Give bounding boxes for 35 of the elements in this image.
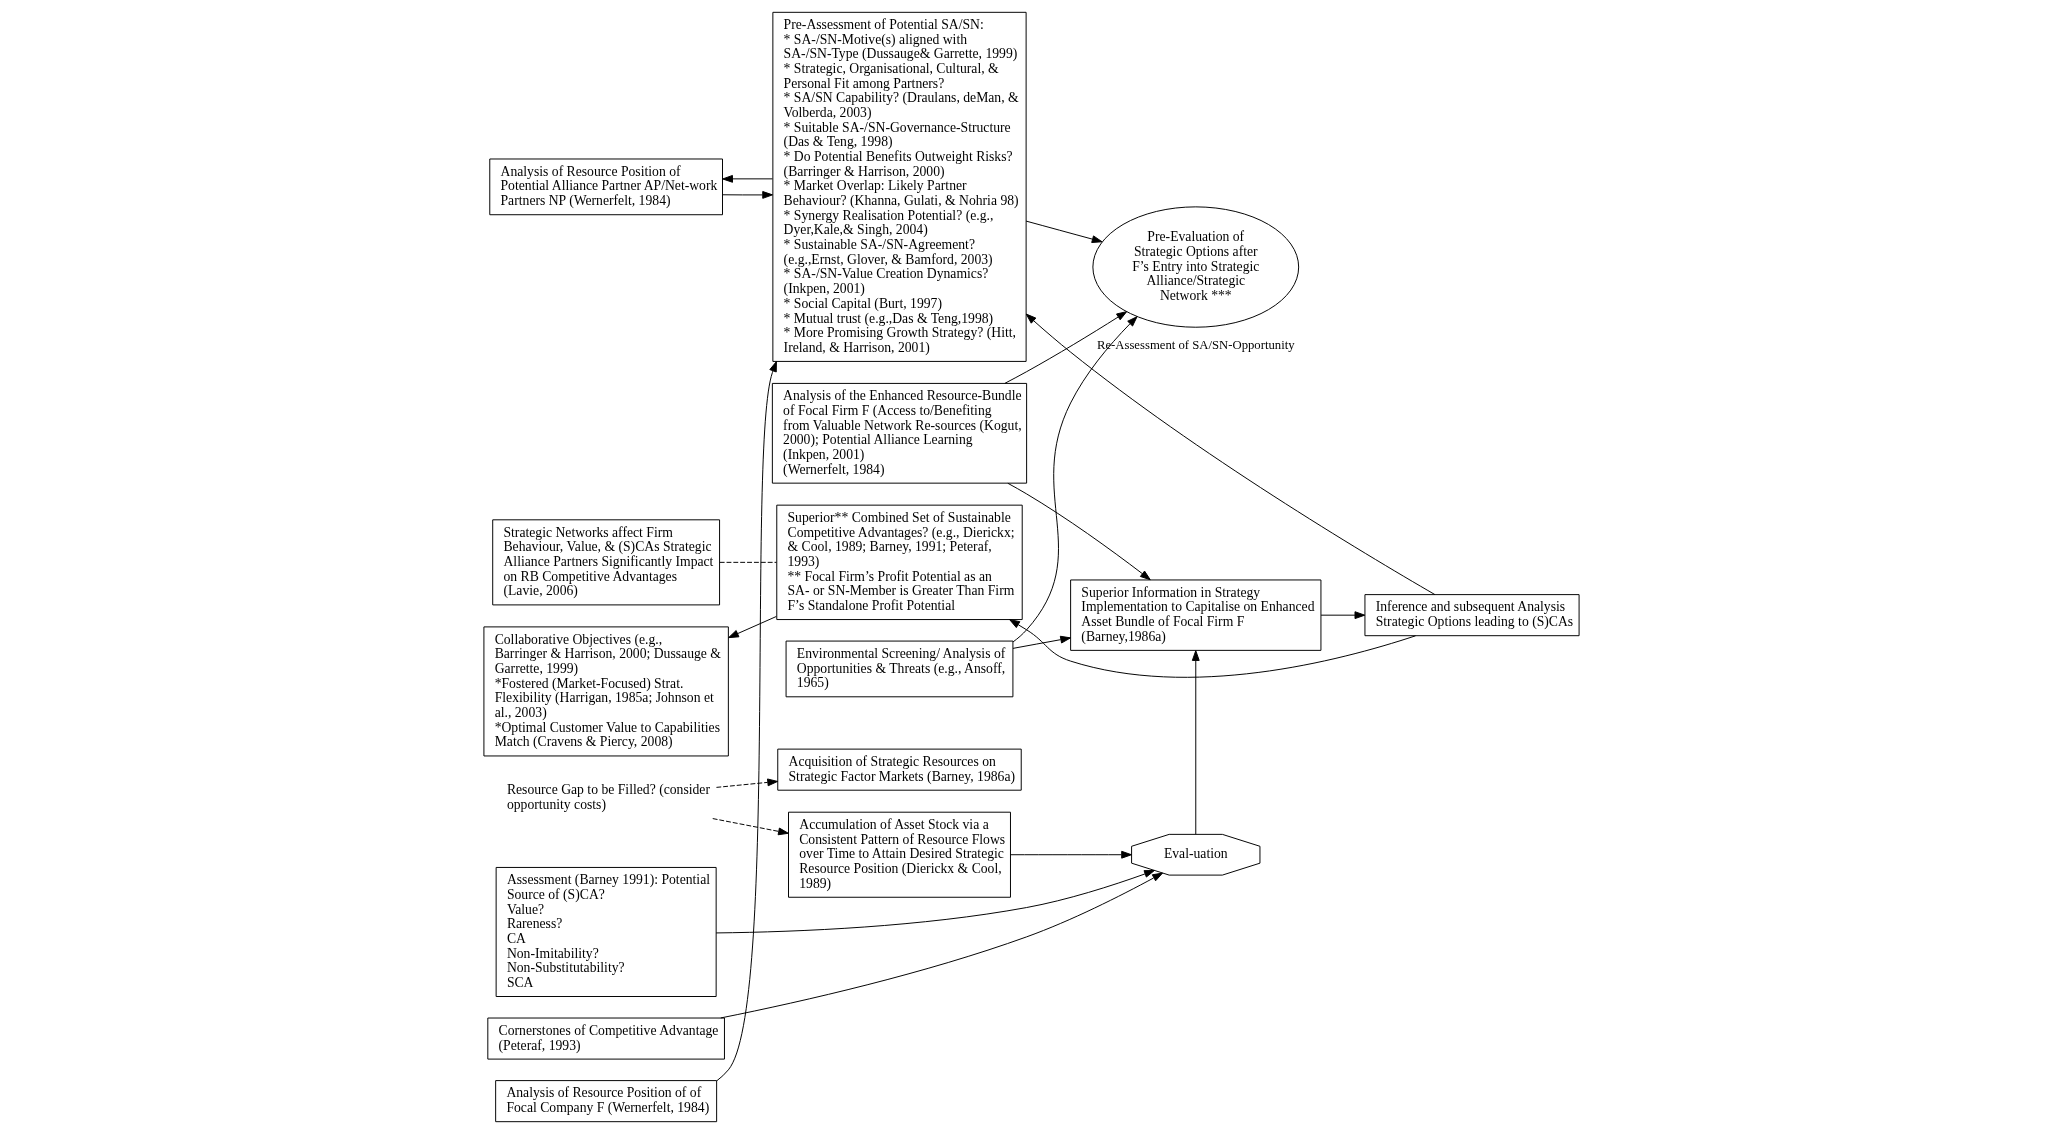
arrow xyxy=(722,191,773,199)
arrow xyxy=(715,870,1155,934)
node-box: Pre-Assessment of Potential SA/SN: * SA-/SN-Motive(s) aligned with SA-/SN-Type (Dussauge& Garrette, 1999) * Strategic, Organisational, Cultural, & Personal Fit among Partners? * SA/SN Capability? (Draulans, deMan, & Volberda, 2003) * Suitable SA-/SN-Governance-Structure (Das & Teng, 1998) * Do Potential Benefits Outweight Risks? (Barringer & Harrison, 2000) * Market Overlap: Likely Partner Behaviour? (Khanna, Gulati, & Nohria 98) * Synergy Realisation Potential? (e.g., Dyer,Kale,& Singh, 2004) * Sustainable SA-/SN-Agreement? (e.g.,Ernst, Glover, & Bamford, 2003) * SA-/SN-Value Creation Dynamics? (Inkpen, 2001) * Social Capital (Burt, 1997) * Mutual trust (e.g.,Das & Teng,1998) * More Promising Growth Strategy? (Hitt, Ireland, & Harrison, 2001) xyxy=(772,11,1027,362)
connector xyxy=(719,561,777,563)
arrow xyxy=(1025,313,1436,596)
node-box: Cornerstones of Competitive Advantage (Peteraf, 1993) xyxy=(487,1017,725,1060)
arrow xyxy=(1025,220,1103,243)
arrow xyxy=(728,616,777,639)
node-box: Environmental Screening/ Analysis of Opportunities & Threats (e.g., Ansoff, 1965) xyxy=(785,640,1014,698)
arrow xyxy=(712,818,789,836)
arrow xyxy=(1191,650,1200,835)
node-box: Assessment (Barney 1991): Potential Source of (S)CA? Value? Rareness? CA Non-Imitability? Non-Substitutability? SCA xyxy=(495,866,717,997)
node-box: Inference and subsequent Analysis Strategic Options leading to (S)CAs xyxy=(1364,594,1580,637)
node-text: Resource Gap to be Filled? (consider opportunity costs) xyxy=(506,782,711,812)
arrow xyxy=(716,361,777,1082)
node-box: Acquisition of Strategic Resources on Strategic Factor Markets (Barney, 1986a) xyxy=(777,748,1022,791)
node-box: Superior** Combined Set of Sustainable Competitive Advantages? (e.g., Dierickx; & Cool, 1989; Barney, 1991; Peteraf, 1993) ** Focal Firm’s Profit Potential as an SA- or SN-Member is Greater Than Firm F’s Standalone Profit Potential xyxy=(776,504,1023,621)
node-box: Accumulation of Asset Stock via a Consistent Pattern of Resource Flows over Time to Attain Desired Strategic Resource Position (Dierickx & Cool, 1989) xyxy=(788,811,1011,898)
arrow xyxy=(1009,619,1417,678)
node-box: Analysis of Resource Position of of Focal Company F (Wernerfelt, 1984) xyxy=(495,1080,718,1123)
arrow xyxy=(720,872,1163,1019)
node-box: Analysis of the Enhanced Resource-Bundle of Focal Firm F (Access to/Benefiting from Valuable Network Re-sources (Kogut, 2000); Potential Alliance Learning (Inkpen, 2001) (Wernerfelt, 1984) xyxy=(771,382,1028,484)
edge-label: Re-Assessment of SA/SN-Opportunity xyxy=(1096,337,1295,352)
arrow xyxy=(1004,311,1128,384)
arrow xyxy=(715,778,779,788)
node-box: Superior Information in Strategy Implementation to Capitalise on Enhanced Asset Bundle of Focal Firm F (Barney,1986a) xyxy=(1070,579,1322,651)
arrow xyxy=(1010,850,1132,859)
arrow xyxy=(1012,316,1138,643)
arrow xyxy=(1007,482,1151,581)
node-box: Strategic Networks affect Firm Behaviour, Value, & (S)CAs Strategic Alliance Partners Significantly Impact on RB Competitive Advantages (Lavie, 2006) xyxy=(492,519,721,606)
node-box: Collaborative Objectives (e.g., Barringer & Harrison, 2000; Dussauge & Garrette, 1999) *Fostered (Market-Focused) Strat. Flexibility (Harrigan, 1985a; Johnson et al., 2003) *Optimal Customer Value to Capabilities Match (Cravens & Piercy, 2008) xyxy=(483,626,729,757)
arrow xyxy=(1012,635,1072,649)
node-box: Analysis of Resource Position of Potential Alliance Partner AP/Net-work Partners NP (Wernerfelt, 1984) xyxy=(489,158,723,216)
arrow xyxy=(1320,611,1366,620)
arrow xyxy=(722,174,773,183)
